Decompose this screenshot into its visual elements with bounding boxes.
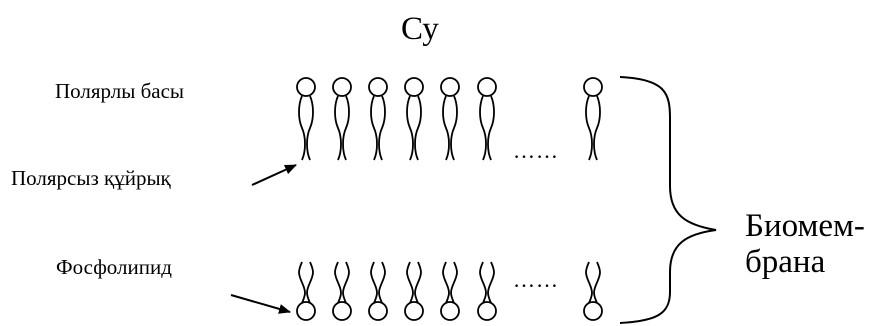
- polar-head-circle: [332, 77, 352, 97]
- tail-line: [585, 95, 593, 161]
- tail-line: [479, 95, 487, 161]
- polar-head-circle: [477, 301, 497, 321]
- polar-head-circle: [368, 77, 388, 97]
- biomembrane-label-line1: Биомем-: [745, 208, 865, 244]
- polar-head-circle: [440, 301, 460, 321]
- tail-line: [487, 261, 495, 304]
- tail-line: [298, 261, 306, 304]
- phospholipid-molecule-top: [332, 77, 352, 161]
- phospholipid-arrow: [230, 294, 291, 314]
- tail-line: [593, 261, 601, 304]
- tail-line: [487, 95, 495, 161]
- polar-head-circle: [477, 77, 497, 97]
- ellipsis-bottom: ……: [513, 267, 559, 292]
- phospholipid-molecule-top: [440, 77, 460, 161]
- nonpolar-tail-label: Полярсыз құйрық: [11, 166, 171, 190]
- phospholipid-molecule-bottom: [296, 261, 316, 321]
- tail-line: [378, 95, 386, 161]
- tail-line: [378, 261, 386, 304]
- tail-line: [306, 95, 314, 161]
- phospholipid-molecule-bottom: [404, 261, 424, 321]
- polar-head-circle: [583, 77, 603, 97]
- phospholipid-molecule-bottom: [368, 261, 388, 321]
- polar-head-circle: [404, 77, 424, 97]
- phospholipid-molecule-bottom: [440, 261, 460, 321]
- tail-line: [593, 95, 601, 161]
- phospholipid-molecule-top: [368, 77, 388, 161]
- polar-head-circle: [368, 301, 388, 321]
- polar-head-circle: [440, 77, 460, 97]
- tail-line: [334, 95, 342, 161]
- polar-head-circle: [583, 301, 603, 321]
- tail-line: [406, 261, 414, 304]
- tail-line: [450, 95, 458, 161]
- phospholipid-molecule-bottom: [332, 261, 352, 321]
- tail-line: [479, 261, 487, 304]
- biomembrane-brace: [619, 76, 717, 324]
- phospholipid-molecule-bottom: [583, 261, 603, 321]
- biomembrane-label-line2: брана: [745, 244, 826, 280]
- tail-arrow: [251, 164, 297, 186]
- tail-line: [342, 95, 350, 161]
- tail-line: [450, 261, 458, 304]
- polar-head-circle: [296, 301, 316, 321]
- tail-line: [370, 95, 378, 161]
- ellipsis-top: ……: [513, 138, 559, 163]
- tail-line: [414, 261, 422, 304]
- bottom-lipid-layer: [296, 261, 603, 321]
- phospholipid-label: Фосфолипид: [56, 255, 172, 279]
- polar-head-label: Полярлы басы: [55, 79, 185, 103]
- tail-line: [306, 261, 314, 304]
- tail-line: [442, 95, 450, 161]
- biomembrane-label: Биомем- брана: [745, 208, 865, 280]
- tail-line: [370, 261, 378, 304]
- polar-head-circle: [404, 301, 424, 321]
- phospholipid-molecule-top: [583, 77, 603, 161]
- phospholipid-molecule-top: [296, 77, 316, 161]
- water-label: Су: [401, 11, 439, 47]
- tail-line: [334, 261, 342, 304]
- phospholipid-molecule-top: [477, 77, 497, 161]
- tail-line: [406, 95, 414, 161]
- tail-line: [342, 261, 350, 304]
- tail-line: [298, 95, 306, 161]
- polar-head-circle: [332, 301, 352, 321]
- phospholipid-molecule-top: [404, 77, 424, 161]
- phospholipid-molecule-bottom: [477, 261, 497, 321]
- tail-line: [585, 261, 593, 304]
- top-lipid-layer: [296, 77, 603, 161]
- polar-head-circle: [296, 77, 316, 97]
- tail-line: [414, 95, 422, 161]
- tail-line: [442, 261, 450, 304]
